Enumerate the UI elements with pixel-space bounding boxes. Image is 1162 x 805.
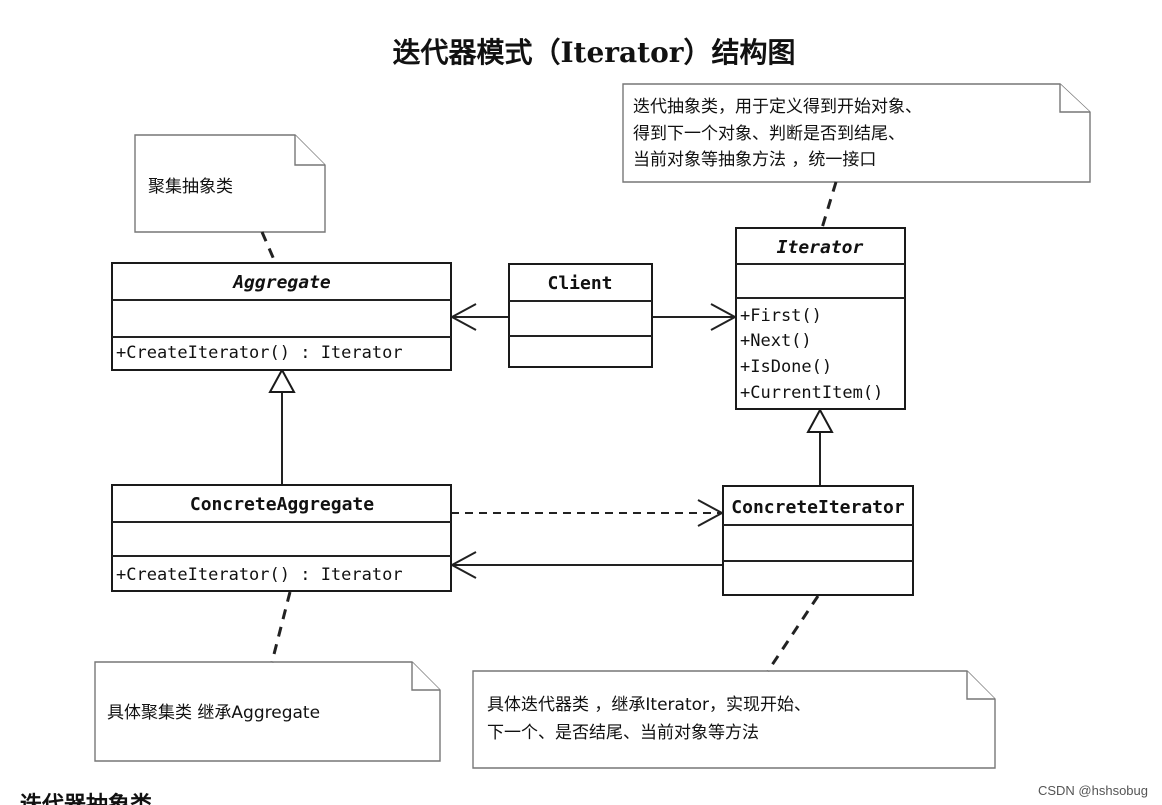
concrete-iterator-note-line: 下一个、是否结尾、当前对象等方法 (487, 723, 759, 743)
aggregate-note-line: 聚集抽象类 (148, 177, 233, 197)
concrete-iterator-class[interactable]: ConcreteIterator (722, 485, 914, 596)
concrete-aggregate-note: 具体聚集类 继承Aggregate (94, 661, 441, 762)
client-iterator-association (652, 303, 738, 331)
concrete-iterator-class-name: ConcreteIterator (731, 497, 905, 518)
concrete-aggregate-note-line: 具体聚集类 继承Aggregate (107, 703, 320, 723)
watermark: CSDN @hshsobug (1038, 783, 1148, 798)
diagram-title: 迭代器模式（Iterator）结构图 (392, 36, 795, 69)
iterator-class-name: Iterator (777, 237, 864, 258)
iterator-note-anchor (820, 181, 838, 229)
footer-fragment: 迭代器抽象类 (20, 792, 153, 805)
client-class[interactable]: Client (508, 263, 653, 368)
iterator-note-line: 当前对象等抽象方法 ，统一接口 (633, 150, 876, 170)
aggregate-class[interactable]: Aggregate +CreateIterator() : Iterator (111, 262, 452, 371)
iterator-note: 迭代抽象类，用于定义得到开始对象、 得到下一个对象、判断是否到结尾、 当前对象等… (622, 83, 1091, 183)
concrete-iterator-note-line: 具体迭代器类 ，继承Iterator，实现开始、 (487, 695, 811, 715)
client-aggregate-association (449, 303, 509, 331)
client-class-name: Client (547, 273, 612, 294)
iterator-inheritance (806, 407, 834, 486)
aggregate-inheritance (268, 367, 296, 485)
concrete-aggregate-note-anchor (270, 591, 292, 663)
concrete-association (449, 551, 723, 579)
aggregate-note-anchor (260, 231, 277, 263)
iterator-method: +IsDone() (740, 357, 832, 377)
aggregate-class-name: Aggregate (232, 272, 331, 293)
iterator-method: +Next() (740, 331, 812, 351)
concrete-iterator-note: 具体迭代器类 ，继承Iterator，实现开始、 下一个、是否结尾、当前对象等方… (472, 670, 996, 769)
concrete-aggregate-class[interactable]: ConcreteAggregate +CreateIterator() : It… (111, 484, 452, 592)
iterator-class[interactable]: Iterator +First() +Next() +IsDone() +Cur… (735, 227, 906, 410)
aggregate-note: 聚集抽象类 (134, 134, 326, 233)
concrete-dependency (451, 499, 725, 527)
iterator-note-line: 得到下一个对象、判断是否到结尾、 (633, 124, 905, 144)
iterator-method: +CurrentItem() (740, 383, 883, 403)
aggregate-method: +CreateIterator() : Iterator (116, 343, 403, 363)
iterator-note-line: 迭代抽象类，用于定义得到开始对象、 (633, 97, 922, 117)
iterator-method: +First() (740, 306, 822, 326)
concrete-aggregate-method: +CreateIterator() : Iterator (116, 565, 403, 585)
concrete-aggregate-class-name: ConcreteAggregate (190, 494, 374, 515)
concrete-iterator-note-anchor (766, 595, 820, 672)
